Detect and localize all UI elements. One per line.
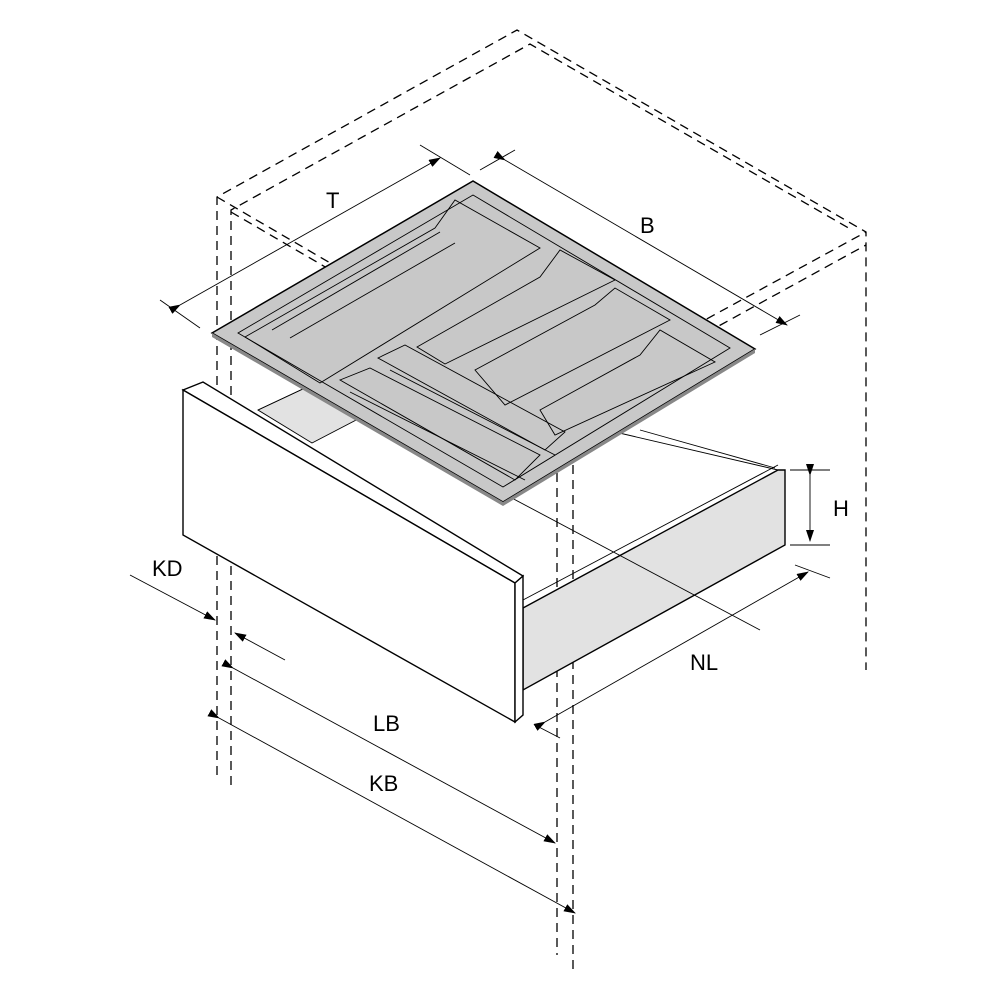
dimension-label-lb: LB (373, 711, 400, 736)
dimension-label-h: H (833, 496, 849, 521)
drawer-side-panel (522, 469, 786, 692)
dimension-label-nl: NL (690, 650, 718, 675)
dimension-label-kd: KD (152, 556, 183, 581)
dimension-lines (129, 144, 831, 914)
dimension-label-t: T (326, 188, 339, 213)
dimension-label-b: B (640, 213, 655, 238)
dimension-label-kb: KB (369, 771, 398, 796)
